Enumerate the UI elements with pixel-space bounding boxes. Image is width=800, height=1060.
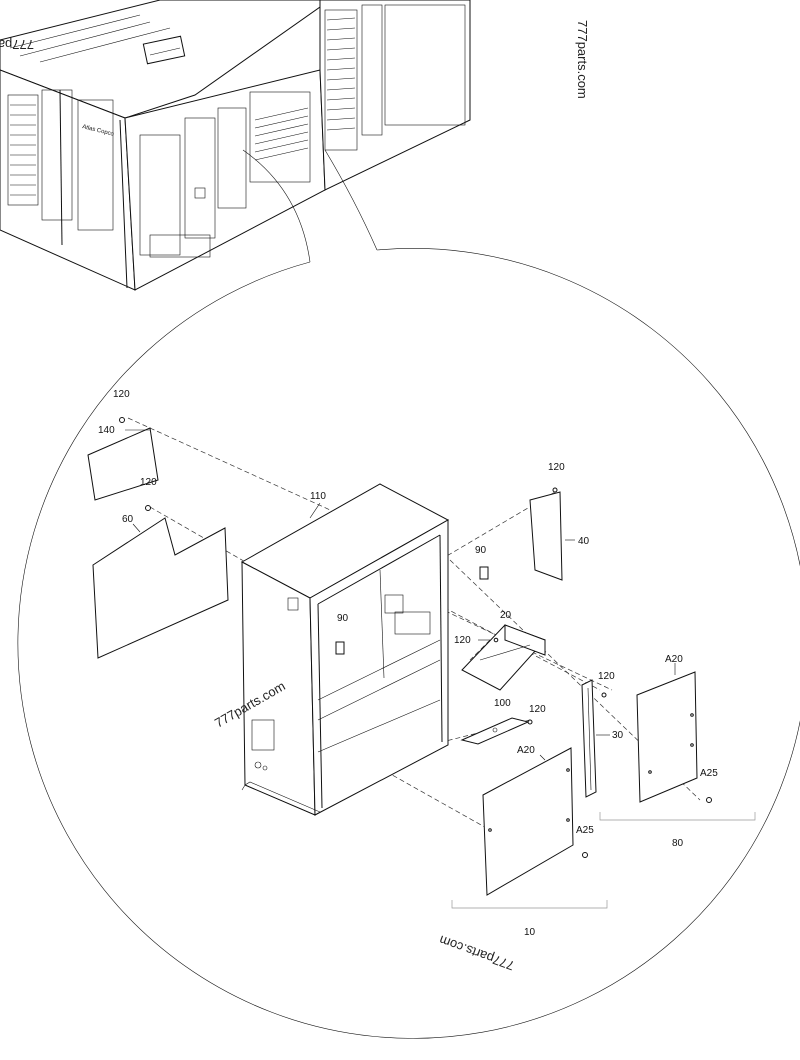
- label-30: 30: [612, 730, 624, 741]
- part-90b: [335, 641, 345, 655]
- label-120d: 120: [454, 635, 471, 646]
- part-labels: 120 140 120 60 110 120 40 90 90 20 120 1…: [98, 389, 718, 938]
- label-20: 20: [500, 610, 512, 621]
- part-90a: [479, 566, 489, 580]
- label-140: 140: [98, 425, 115, 436]
- detail-circle: [17, 248, 800, 1039]
- label-110: 110: [310, 491, 326, 502]
- panel-140: [87, 417, 159, 501]
- group-bracket-80: [599, 812, 756, 821]
- cabinet-110: [240, 483, 450, 816]
- duct-20: [461, 624, 546, 691]
- bracket-100: [460, 717, 533, 745]
- label-120c: 120: [548, 462, 565, 473]
- label-90b: 90: [337, 613, 349, 624]
- label-A25-right: A25: [700, 768, 718, 779]
- label-90a: 90: [475, 545, 487, 556]
- callout-line-left: [242, 149, 311, 263]
- label-120e: 120: [598, 671, 615, 682]
- label-120b: 120: [140, 477, 157, 488]
- panel-40: [529, 487, 563, 581]
- container-overview: Atlas Copco: [0, 0, 471, 291]
- strip-30: [581, 679, 607, 798]
- watermark-top-right: 777parts.com: [575, 20, 590, 99]
- group-bracket-10: [451, 900, 608, 909]
- door-A20-front: [482, 747, 588, 896]
- label-80: 80: [672, 838, 684, 849]
- callout-line-right: [324, 149, 378, 251]
- door-A20-right: [636, 671, 712, 803]
- watermark-bottom: 777parts.com: [437, 933, 516, 974]
- label-A20-front: A20: [517, 745, 535, 756]
- label-120f: 120: [529, 704, 546, 715]
- label-120a: 120: [113, 389, 130, 400]
- label-A20-right: A20: [665, 654, 683, 665]
- label-100: 100: [494, 698, 511, 709]
- watermark-top-left: 777parts.com: [0, 37, 34, 52]
- panel-60: [92, 505, 229, 659]
- label-A25-front: A25: [576, 825, 594, 836]
- leader-lines: [125, 429, 676, 761]
- label-60: 60: [122, 514, 134, 525]
- label-40: 40: [578, 536, 590, 547]
- label-10: 10: [524, 927, 536, 938]
